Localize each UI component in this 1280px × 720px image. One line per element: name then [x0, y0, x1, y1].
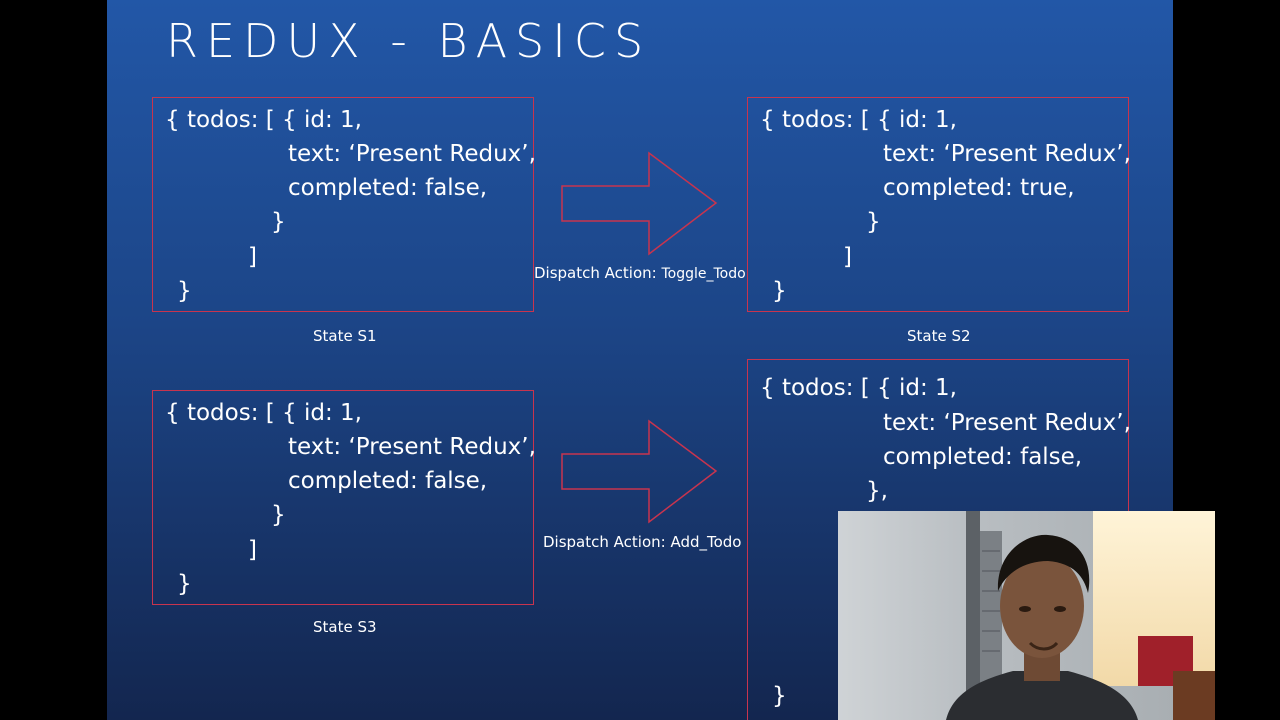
code-line: completed: false, [288, 468, 488, 494]
code-line: } [772, 683, 787, 709]
dispatch-prefix: Dispatch Action: [534, 264, 662, 282]
code-line: } [177, 571, 192, 597]
presenter-video-frame [838, 511, 1215, 720]
code-line: } [271, 209, 286, 235]
arrow-right-icon [561, 151, 718, 256]
dispatch-toggle-caption: Dispatch Action: Toggle_Todo [534, 264, 746, 282]
code-line: text: ‘Present Redux’, [883, 141, 1131, 167]
code-line: } [271, 502, 286, 528]
state-s3-box: { todos: [ { id: 1, text: ‘Present Redux… [152, 390, 536, 605]
action-name: Toggle_Todo [661, 266, 746, 282]
code-line: text: ‘Present Redux’, [288, 141, 536, 167]
code-line: ] [248, 244, 257, 270]
code-line: { todos: [ { id: 1, [760, 107, 957, 133]
code-line: ] [843, 244, 852, 270]
code-line: { todos: [ { id: 1, [165, 400, 362, 426]
code-line: } [177, 278, 192, 304]
code-line: completed: false, [288, 175, 488, 201]
state-s2-box: { todos: [ { id: 1, text: ‘Present Redux… [747, 97, 1131, 312]
code-line: completed: true, [883, 175, 1075, 201]
code-line: ] [248, 537, 257, 563]
dispatch-prefix: Dispatch Action: [543, 533, 671, 551]
code-line: } [866, 209, 881, 235]
dispatch-add-caption: Dispatch Action: Add_Todo [543, 533, 741, 551]
state-s4-box: { todos: [ { id: 1, text: ‘Present Redux… [747, 359, 1131, 720]
code-line: { todos: [ { id: 1, [165, 107, 362, 133]
code-line: completed: false, [883, 444, 1083, 470]
code-line: text: ‘Present Redux’, [288, 434, 536, 460]
code-line: }, [866, 478, 888, 504]
action-name: Add_Todo [670, 533, 742, 551]
webcam-video [838, 511, 1215, 720]
state-s3-caption: State S3 [313, 618, 377, 636]
state-s2-caption: State S2 [907, 327, 971, 345]
state-s1-caption: State S1 [313, 327, 377, 345]
arrow-right-icon [561, 419, 718, 524]
state-s1-box: { todos: [ { id: 1, text: ‘Present Redux… [152, 97, 536, 312]
code-line: { todos: [ { id: 1, [760, 375, 957, 401]
slide: REDUX - BASICS { todos: [ { id: 1, text:… [107, 0, 1173, 720]
slide-title: REDUX - BASICS [166, 14, 652, 68]
code-line: text: ‘Present Redux’, [883, 410, 1131, 436]
code-line: } [772, 278, 787, 304]
